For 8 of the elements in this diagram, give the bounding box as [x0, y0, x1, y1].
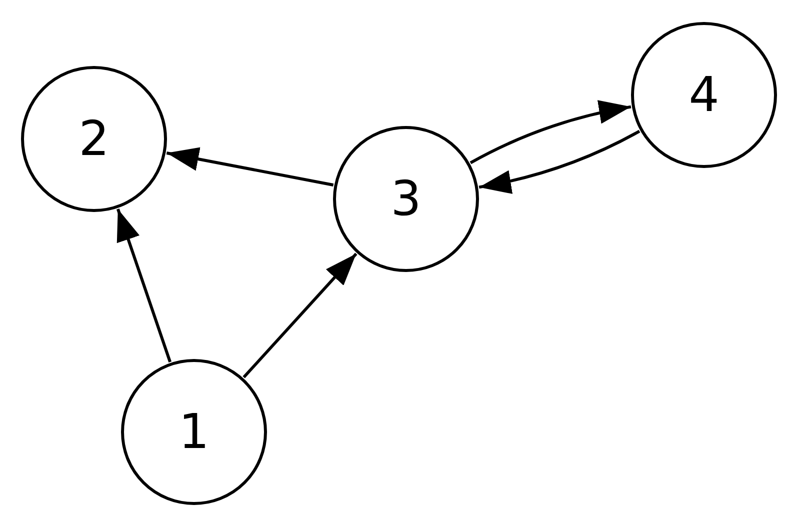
arrow	[470, 100, 632, 164]
arrow	[478, 130, 640, 194]
node-label: 2	[78, 115, 110, 163]
node-label: 3	[390, 175, 422, 223]
arrow	[242, 252, 358, 378]
arrow	[166, 147, 334, 186]
node-label: 1	[178, 408, 210, 456]
node-label: 4	[688, 71, 720, 119]
